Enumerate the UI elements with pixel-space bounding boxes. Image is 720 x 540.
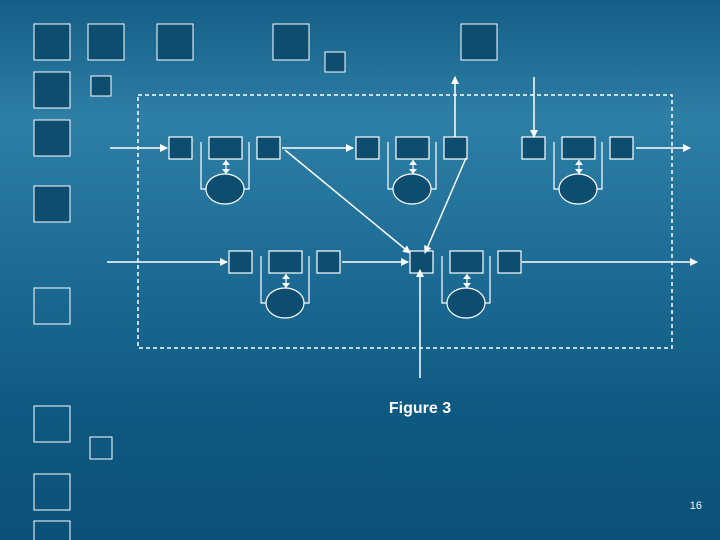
stage-connector-arrow-down xyxy=(282,283,290,288)
stages-group xyxy=(168,136,634,319)
stage-unit xyxy=(521,136,634,205)
system-boundary xyxy=(137,94,673,349)
diagonal-s1-to-s5 xyxy=(284,149,411,254)
deco-square xyxy=(156,23,194,61)
stage-unit xyxy=(228,250,341,319)
stage-connector-arrow-up xyxy=(575,160,583,165)
diagonal-s2-to-s5 xyxy=(424,157,467,254)
stage-output-box xyxy=(443,136,468,160)
deco-square xyxy=(33,119,71,157)
deco-square xyxy=(460,23,498,61)
stage-unit xyxy=(355,136,468,205)
stage-buffer-ellipse xyxy=(205,173,245,205)
stage-process-box xyxy=(268,250,303,274)
stage-input-box xyxy=(168,136,193,160)
deco-square xyxy=(33,71,71,109)
stage-connector-arrow-up xyxy=(282,274,290,279)
deco-outline xyxy=(33,405,71,443)
deco-outline xyxy=(89,436,113,460)
stage-output-box xyxy=(256,136,281,160)
stage-output-box xyxy=(497,250,522,274)
deco-square xyxy=(33,23,71,61)
deco-square xyxy=(324,51,346,73)
stage-unit xyxy=(409,250,522,319)
deco-square xyxy=(272,23,310,61)
stage-buffer-ellipse xyxy=(446,287,486,319)
stage-connector-arrow-down xyxy=(463,283,471,288)
stage-connector-arrow-up xyxy=(463,274,471,279)
stage-buffer-ellipse xyxy=(558,173,598,205)
stage-process-box xyxy=(208,136,243,160)
stage-buffer-ellipse xyxy=(392,173,432,205)
figure-caption: Figure 3 xyxy=(388,400,452,417)
decorative-outlines xyxy=(33,287,113,540)
deco-outline xyxy=(33,473,71,511)
stage-connector-arrow-down xyxy=(222,169,230,174)
stage-input-box xyxy=(521,136,546,160)
stage-process-box xyxy=(395,136,430,160)
deco-square xyxy=(90,75,112,97)
stage-process-box xyxy=(449,250,484,274)
stage-connector-arrow-up xyxy=(222,160,230,165)
stage-connector-arrow-down xyxy=(575,169,583,174)
stage-connector-arrow-down xyxy=(409,169,417,174)
deco-outline xyxy=(33,287,71,325)
deco-outline xyxy=(33,520,71,540)
decorative-squares xyxy=(33,23,498,223)
deco-square xyxy=(33,185,71,223)
stage-buffer-ellipse xyxy=(265,287,305,319)
stage-unit xyxy=(168,136,281,205)
stage-output-box xyxy=(316,250,341,274)
stage-connector-arrow-up xyxy=(409,160,417,165)
stage-input-box xyxy=(228,250,253,274)
deco-square xyxy=(87,23,125,61)
stage-input-box xyxy=(409,250,434,274)
stage-process-box xyxy=(561,136,596,160)
stage-output-box xyxy=(609,136,634,160)
page-number: 16 xyxy=(689,500,702,512)
connections xyxy=(107,76,698,378)
stage-input-box xyxy=(355,136,380,160)
